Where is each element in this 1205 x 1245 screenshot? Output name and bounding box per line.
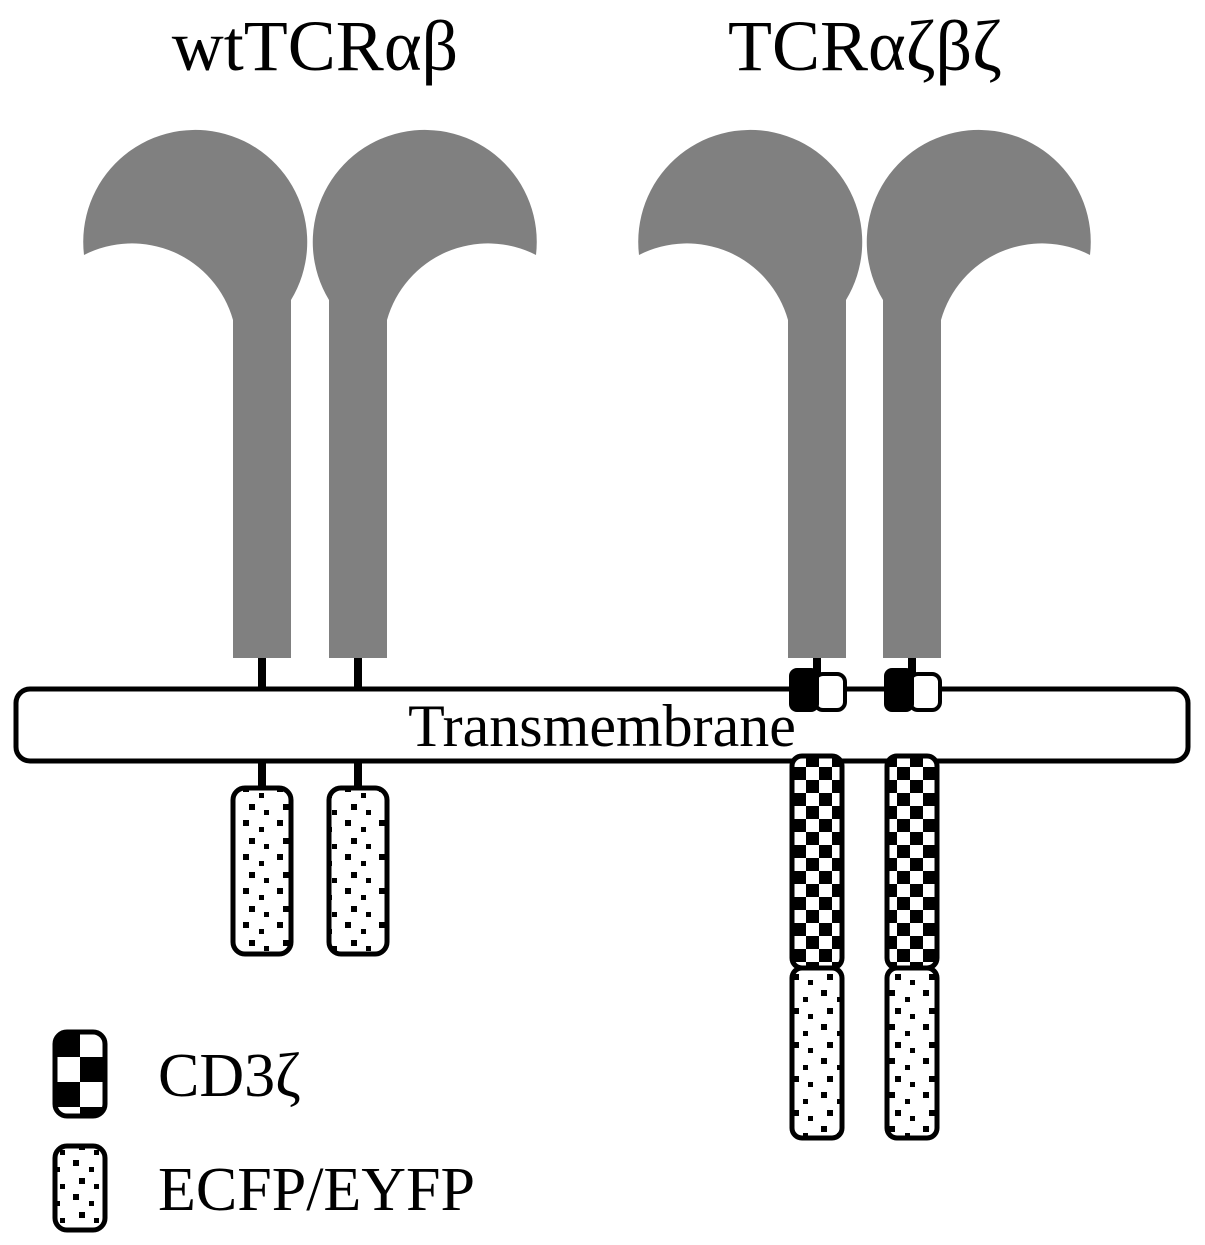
tm-anchor-black-alpha (789, 668, 819, 712)
wt-receptor-pair (83, 129, 537, 658)
cd3zeta-domain-alpha (789, 753, 845, 971)
legend-label-fluorophore: ECFP/EYFP (158, 1156, 475, 1224)
legend: CD3ζ ECFP/EYFP (52, 1029, 475, 1233)
tm-anchor-black-beta (884, 668, 914, 712)
legend-swatch-fluorophore (52, 1143, 108, 1233)
legend-swatch-cd3zeta (52, 1029, 108, 1119)
construct-title-zeta: TCRαζβζ (728, 6, 1002, 86)
zeta-receptor-pair (638, 129, 1091, 658)
fluorophore-domain-zeta-beta (884, 965, 940, 1141)
zeta-tm-anchors (789, 668, 942, 712)
wt-beta-chain (312, 129, 537, 658)
tm-anchor-white-alpha (813, 672, 847, 712)
cd3zeta-domain-beta (884, 753, 940, 971)
membrane-label: Transmembrane (408, 693, 796, 759)
tm-anchor-white-beta (908, 672, 942, 712)
zeta-beta-chain (866, 129, 1091, 658)
wt-alpha-chain (83, 129, 308, 658)
fluorophore-domain-wt-alpha (230, 785, 294, 957)
fluorophore-domain-wt-beta (326, 785, 390, 957)
legend-label-cd3zeta: CD3ζ (158, 1042, 301, 1110)
fluorophore-domain-zeta-alpha (789, 965, 845, 1141)
construct-title-wt: wtTCRαβ (172, 6, 458, 86)
zeta-alpha-chain (638, 129, 863, 658)
